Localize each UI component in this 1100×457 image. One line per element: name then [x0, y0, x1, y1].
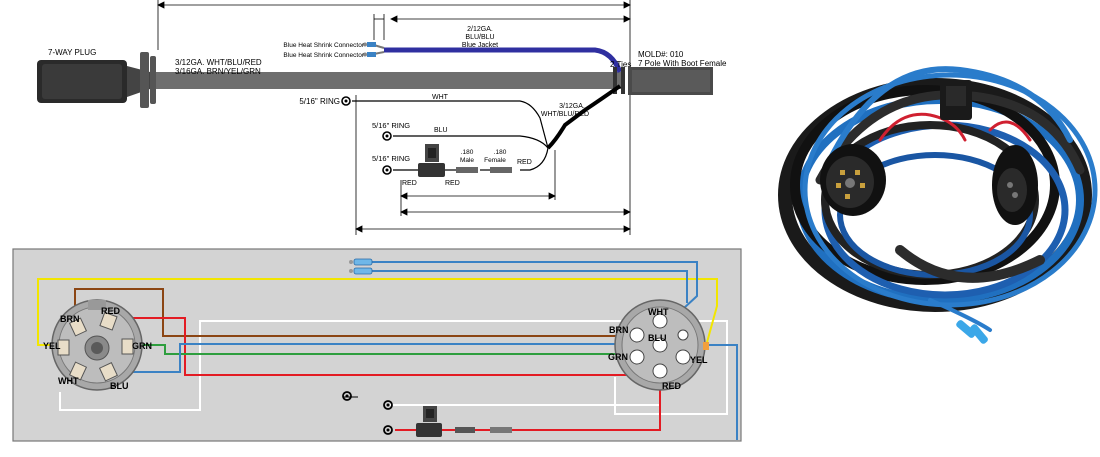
blue-spec-3: Blue Jacket — [462, 42, 498, 49]
right-plug-face: BRN WHT BLU GRN YEL RED — [608, 299, 709, 391]
harness-photo — [778, 66, 1098, 344]
main-cable-spec-1: 3/12GA. WHT/BLU/RED — [175, 58, 262, 67]
ties-label: 2 Ties — [610, 60, 631, 69]
ring-blu-label: 5/16" RING — [372, 121, 410, 130]
mold-description: 7 Pole With Boot Female — [638, 59, 727, 68]
mold-number: MOLD#: 010 — [638, 50, 684, 59]
male-size: .180 — [461, 149, 474, 156]
red-left-label-1: RED — [402, 180, 417, 187]
left-plug-face: BRN RED YEL GRN WHT BLU — [43, 299, 152, 391]
left-pin-yel: YEL — [43, 341, 61, 351]
wire-brown — [74, 288, 632, 337]
wire-white — [59, 320, 728, 415]
main-cable — [155, 72, 625, 89]
fuse-holder — [418, 144, 445, 177]
left-pin-red: RED — [101, 306, 121, 316]
wire-red — [103, 317, 661, 431]
ring-terminals — [341, 96, 392, 175]
wire-blue — [118, 343, 648, 373]
ring-wht-label: 5/16" RING — [299, 97, 340, 106]
dimension-lines — [157, 0, 631, 235]
female-terminal — [490, 167, 512, 173]
left-pin-blu: BLU — [110, 381, 129, 391]
panel-fuse-holder — [416, 406, 512, 437]
left-pin-brn: BRN — [60, 314, 80, 324]
wire-blue-jacket-1 — [372, 261, 698, 309]
blue-spec-2: BLU/BLU — [465, 34, 494, 41]
female-size: .180 — [494, 149, 507, 156]
heat-shrink-connectors — [363, 42, 376, 57]
panel-connectors — [349, 258, 373, 275]
right-pin-brn: BRN — [609, 325, 629, 335]
male-terminal — [456, 167, 478, 173]
right-pin-red: RED — [662, 381, 682, 391]
panel-ring-terminals — [342, 391, 393, 435]
connector-label-1: Blue Heat Shrink Connector — [283, 42, 364, 49]
left-pin-grn: GRN — [132, 341, 152, 351]
cable-ties — [613, 67, 625, 94]
female-label: Female — [484, 157, 506, 164]
right-pin-wht: WHT — [648, 307, 669, 317]
right-pin-yel: YEL — [690, 355, 708, 365]
right-pin-grn: GRN — [608, 352, 628, 362]
black-spec-1: 3/12GA. — [559, 103, 585, 110]
black-branch-cable — [546, 84, 622, 150]
top-schematic: 7-WAY PLUG 3/12GA. WHT/BLU/RED 3/16GA. B… — [37, 0, 727, 235]
main-cable-spec-2: 3/16GA. BRN/YEL/GRN — [175, 67, 261, 76]
blue-jacket-cable — [384, 47, 623, 73]
wire-blue-jacket-2 — [372, 270, 688, 303]
left-pin-wht: WHT — [58, 376, 79, 386]
male-label: Male — [460, 157, 474, 164]
wire-green — [128, 344, 630, 355]
right-pin-blu: BLU — [648, 333, 667, 343]
red-right-label: RED — [517, 159, 532, 166]
plug-label: 7-WAY PLUG — [48, 48, 96, 57]
black-spec-2: WHT/BLU/RED — [541, 111, 589, 118]
red-left-label-2: RED — [445, 180, 460, 187]
ring-red-label: 5/16" RING — [372, 154, 410, 163]
blu-label: BLU — [434, 127, 448, 134]
thin-wires — [352, 100, 549, 171]
wht-label: WHT — [432, 94, 449, 101]
seven-way-plug — [37, 52, 156, 108]
wiring-panel: BRN RED YEL GRN WHT BLU — [12, 248, 742, 442]
connector-label-2: Blue Heat Shrink Connector — [283, 52, 364, 59]
blue-spec-1: 2/12GA. — [467, 26, 493, 33]
